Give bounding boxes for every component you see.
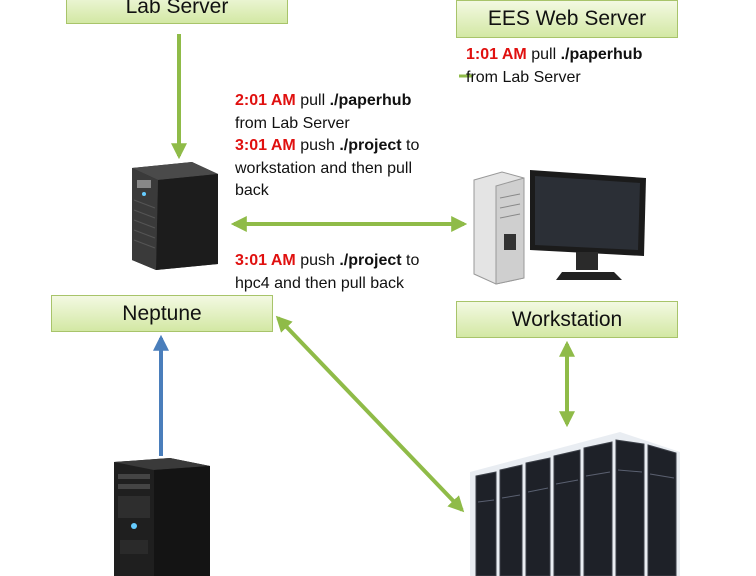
lab-note-3-path: ./project [339,252,402,269]
tower-server-icon [132,162,218,270]
ees-note-rest: from Lab Server [466,68,581,86]
lab-note-3-time: 3:01 AM [235,252,296,269]
lab-note-3-verb: push [295,252,340,269]
ees-note-time: 1:01 AM [466,46,527,63]
lab-note-2-line2: workstation and then pull [235,159,412,177]
lab-note-1-rest: from Lab Server [235,114,350,132]
desktop-computer-icon [473,170,646,285]
lab-note-2-suffix: to [401,137,420,154]
ees-note-path: ./paperhub [560,46,643,63]
lab-note-1-path: ./paperhub [329,92,412,109]
tower-workstation-icon [114,458,210,576]
ees-web-server-label: EES Web Server [487,7,647,30]
ees-note-verb: pull [526,46,561,63]
workstation-label: Workstation [511,307,623,331]
ees-note: 1:01 AM pull ./paperhub from Lab Server [466,44,642,89]
lab-note-3-suffix: to [401,252,420,269]
lab-note-1-time: 2:01 AM [235,92,296,109]
ees-web-server-box: EES Web Server [456,0,678,38]
lab-note-1-verb: pull [295,92,330,109]
neptune-label: Neptune [122,301,202,325]
lab-server-label: Lab Server [125,0,229,18]
lab-note-2-verb: push [295,137,340,154]
lab-note-1: 2:01 AM pull ./paperhub from Lab Server … [235,90,419,203]
lab-note-2-line3: back [235,182,269,199]
lab-note-3: 3:01 AM push ./project to hpc4 and then … [235,250,419,295]
lab-note-3-line2: hpc4 and then pull back [235,274,405,292]
lab-server-box: Lab Server [66,0,288,24]
lab-note-2-path: ./project [339,137,402,154]
server-rack-cluster-icon [470,432,680,576]
workstation-box: Workstation [456,301,678,338]
arrow-neptune-to-hpc4 [275,315,465,513]
neptune-box: Neptune [51,295,273,332]
lab-note-2-time: 3:01 AM [235,137,296,154]
